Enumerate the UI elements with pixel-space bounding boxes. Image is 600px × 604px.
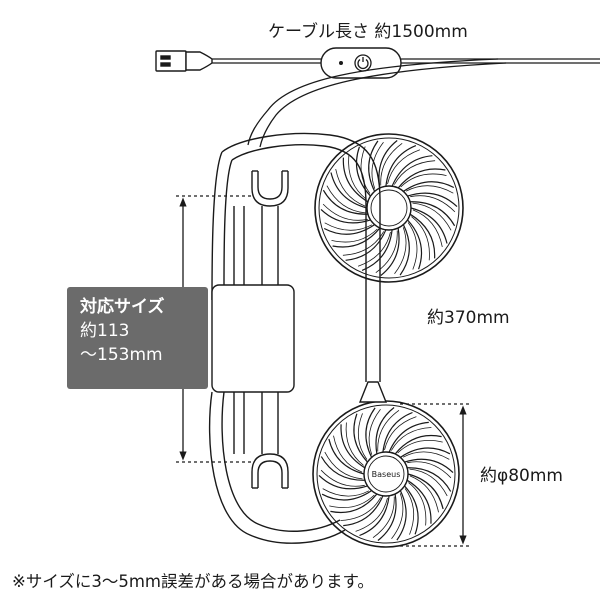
fan-icon — [314, 133, 464, 283]
dimension-fan-diameter — [400, 403, 470, 547]
usb-plug-icon — [155, 50, 213, 72]
fan-diameter-label: 約φ80mm — [480, 466, 563, 486]
fan-neck — [358, 381, 388, 403]
usb-cable — [212, 58, 321, 64]
fan-icon: Baseus — [312, 400, 460, 548]
clamp-upper — [233, 170, 289, 285]
clamp-lower — [233, 392, 289, 489]
brand-logo: Baseus — [372, 470, 401, 479]
supported-size-title: 対応サイズ — [80, 297, 165, 317]
clamp-body — [211, 284, 295, 393]
supported-size-min: 約113 — [80, 321, 130, 341]
supported-size-max: 〜153mm — [80, 345, 163, 365]
cable-right — [247, 58, 600, 148]
arm-length-label: 約370mm — [427, 308, 510, 328]
cable-length-label: ケーブル長さ 約1500mm — [268, 22, 468, 42]
size-tolerance-note: ※サイズに3〜5mm誤差がある場合があります。 — [12, 572, 374, 591]
flexible-arm — [208, 132, 381, 544]
supported-size-box: 対応サイズ 約113 〜153mm — [67, 287, 208, 389]
